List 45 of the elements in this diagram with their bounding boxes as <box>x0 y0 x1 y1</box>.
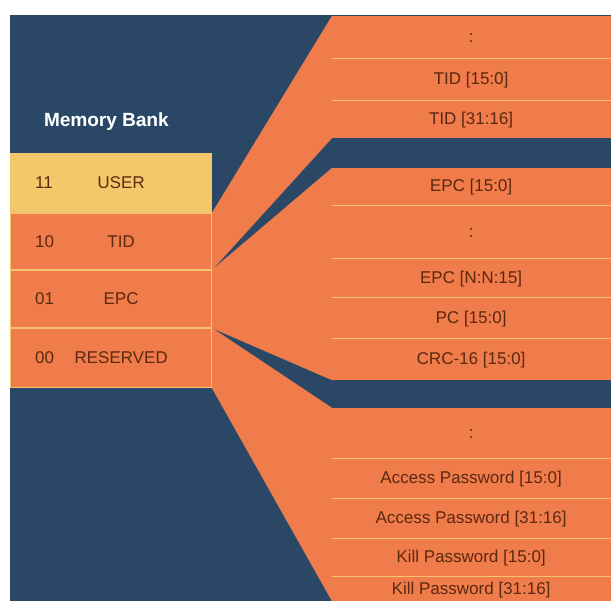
memory-word-row <box>332 296 610 338</box>
memory-bank-row-highlighted <box>10 153 212 213</box>
memory-word-row <box>332 498 610 538</box>
memory-word-row <box>332 58 610 100</box>
memory-word-row <box>332 338 610 380</box>
memory-word-row <box>332 100 610 138</box>
memory-word-row <box>332 204 610 258</box>
memory-bank-block <box>332 168 611 380</box>
bank-code: 11 <box>35 173 53 193</box>
memory-word-row <box>332 258 610 296</box>
memory-bank-row <box>10 213 212 270</box>
memory-word-row <box>332 16 610 58</box>
field-label: Access Password [31:16] <box>376 508 566 528</box>
field-label: CRC-16 [15:0] <box>416 349 526 369</box>
field-label: : <box>468 26 474 46</box>
diagram-title: Memory Bank <box>44 110 169 132</box>
bank-name: EPC <box>104 289 138 309</box>
field-label: : <box>468 222 474 242</box>
bank-name: USER <box>97 173 145 193</box>
field-label: : <box>468 422 474 442</box>
memory-bank-block <box>332 408 611 601</box>
memory-word-row <box>332 168 610 204</box>
field-label: TID [15:0] <box>434 69 508 89</box>
field-label: TID [31:16] <box>428 109 514 129</box>
memory-word-row <box>332 538 610 576</box>
memory-word-row <box>332 576 610 600</box>
bank-name: RESERVED <box>74 348 168 368</box>
bank-code: 10 <box>35 232 54 252</box>
memory-word-row <box>332 408 610 458</box>
fan-connector <box>212 328 332 601</box>
bank-code: 01 <box>35 289 54 309</box>
memory-bank-block <box>332 16 611 138</box>
fan-connector <box>212 16 332 270</box>
field-label: PC [15:0] <box>436 308 506 328</box>
fan-connector <box>212 168 332 380</box>
memory-bank-row <box>10 328 212 388</box>
memory-word-row <box>332 458 610 498</box>
field-label: Kill Password [31:16] <box>392 578 550 598</box>
memory-bank-row <box>10 270 212 328</box>
field-label: EPC [N:N:15] <box>420 268 522 288</box>
field-label: Access Password [15:0] <box>380 468 562 488</box>
bank-name: TID <box>107 232 135 252</box>
field-label: EPC [15:0] <box>430 176 512 196</box>
bank-code: 00 <box>35 348 54 368</box>
field-label: Kill Password [15:0] <box>396 547 546 567</box>
